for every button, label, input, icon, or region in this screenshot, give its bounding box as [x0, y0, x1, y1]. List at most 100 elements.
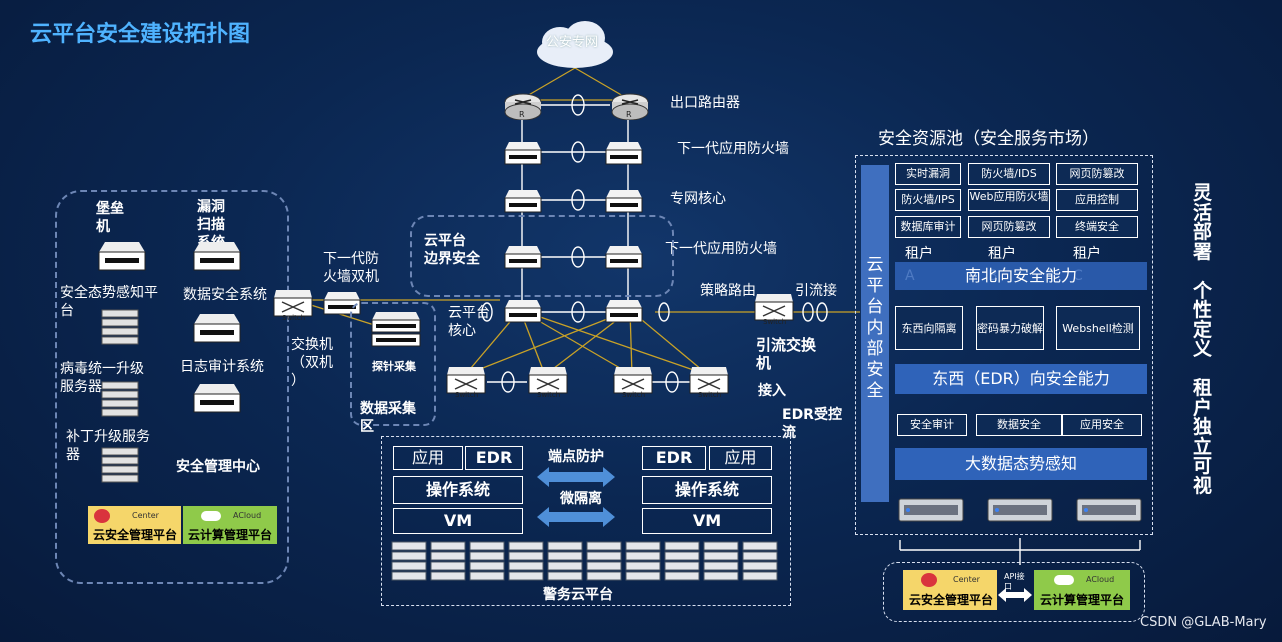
- logo-center-tag: Center: [132, 511, 159, 520]
- logo-center-tag: Center: [953, 575, 980, 584]
- bastion-label: 堡垒 机: [96, 201, 124, 235]
- north-south-label: 南北向安全能力: [964, 266, 1077, 285]
- ew-item: 东西向隔离: [895, 306, 963, 350]
- vm-box-left: VM: [393, 508, 523, 534]
- security-pool-zone: [855, 155, 1153, 535]
- server-unit: [625, 541, 661, 581]
- ew-item: Webshell检测: [1056, 306, 1140, 350]
- situation-label: 安全态势感知平 台: [60, 285, 158, 319]
- redirect-switch-icon: Switch: [753, 292, 795, 328]
- audit-item: 安全审计: [897, 414, 967, 436]
- firewall-icon: [503, 244, 543, 274]
- core-switch-icon: [503, 298, 543, 328]
- service-cell: 实时漏洞: [895, 163, 961, 185]
- watermark: CSDN @GLAB-Mary: [1140, 615, 1267, 630]
- router-label: R: [519, 110, 525, 119]
- security-logo-mark: [921, 573, 937, 587]
- double-arrow-icon: [537, 467, 615, 487]
- server-unit: [547, 541, 583, 581]
- core-switch-icon: [503, 188, 543, 218]
- ew-item: 密码暴力破解: [976, 306, 1044, 350]
- internal-security-bar: 云 平 台 内 部 安 全: [861, 165, 889, 502]
- cloud-icon: 公安专网: [530, 18, 620, 70]
- security-mgmt-zone: [55, 190, 289, 584]
- service-cell: 网页防篡改: [1056, 163, 1138, 185]
- switch-label: Switch: [455, 391, 479, 399]
- probe-icon: [370, 310, 422, 358]
- cloud-security-mgmt-logo: Center 云安全管理平台: [903, 570, 997, 610]
- cloud-shape: [537, 21, 613, 68]
- bastion-host-icon: [97, 238, 147, 278]
- service-cell: 数据库审计: [895, 216, 961, 238]
- exit-router-label: 出口路由器: [670, 95, 740, 111]
- switch-icon: Switch: [612, 365, 654, 401]
- data-security-label: 数据安全系统: [183, 287, 267, 303]
- edr-flow-label: EDR受控 流: [782, 407, 842, 441]
- server-unit: [508, 541, 544, 581]
- switch-icon: Switch: [445, 365, 487, 401]
- firewall-icon: [503, 140, 543, 170]
- vm-box-right: VM: [642, 508, 772, 534]
- switch-label: Switch: [537, 391, 561, 399]
- cloud-label: 公安专网: [546, 35, 599, 50]
- data-collect-zone: [350, 302, 436, 426]
- log-audit-label: 日志审计系统: [180, 359, 264, 375]
- access-label: 接入: [758, 383, 786, 399]
- big-data-label: 大数据态势感知: [964, 454, 1077, 473]
- api-label: API接 口: [1004, 572, 1025, 591]
- ngfw-dual-label: 下一代防 火墙双机: [323, 251, 379, 285]
- router-icon: R: [503, 92, 543, 124]
- switch-label: Switch: [763, 318, 787, 326]
- antivirus-label: 病毒统一升级 服务器: [60, 361, 144, 395]
- logo-center-text: 云安全管理平台: [909, 593, 994, 607]
- router-label: R: [626, 110, 632, 119]
- server-unit: [742, 541, 778, 581]
- appliance-icon: [898, 498, 964, 528]
- logo-acloud-text: 云计算管理平台: [188, 528, 273, 542]
- os-box-left: 操作系统: [393, 476, 523, 504]
- firewall-icon: [604, 244, 644, 274]
- micro-isolation-label: 微隔离: [560, 491, 602, 507]
- audit-item: 数据安全: [976, 414, 1062, 436]
- server-unit: [664, 541, 700, 581]
- switch-label: Switch: [698, 391, 722, 399]
- cloud-security-mgmt-logo: Center 云安全管理平台: [88, 506, 181, 544]
- logo-acloud-tag: ACloud: [1086, 575, 1115, 584]
- platform-logo-zone: [883, 562, 1145, 622]
- service-cell: 应用控制: [1056, 189, 1138, 211]
- server-unit: [469, 541, 505, 581]
- policy-route-label: 策略路由: [700, 283, 756, 299]
- logo-center-text: 云安全管理平台: [93, 528, 178, 542]
- redirect-label: 引流接: [795, 283, 837, 299]
- log-audit-icon: [192, 380, 242, 420]
- big-data-bar: 大数据态势感知: [895, 448, 1147, 480]
- edr-box-left: EDR: [465, 446, 523, 470]
- logo-acloud-text: 云计算管理平台: [1040, 593, 1125, 607]
- server-rack-icon: [100, 446, 140, 488]
- north-south-bar: 南北向安全能力: [895, 262, 1147, 290]
- edr-box-right: EDR: [642, 446, 706, 470]
- acloud-logo-mark: [1054, 575, 1074, 585]
- server-unit: [703, 541, 739, 581]
- switch-icon: Switch: [527, 365, 569, 401]
- server-rack-row: [391, 541, 778, 581]
- acloud-logo-mark: [201, 511, 221, 521]
- server-rack-icon: [100, 380, 140, 422]
- redirect-switch-label: 引流交换 机: [756, 336, 817, 372]
- service-cell: Web应用防火墙: [968, 189, 1050, 211]
- switch-icon: Switch: [272, 288, 314, 324]
- switch-label: Switch: [282, 314, 306, 322]
- router-icon: R: [610, 92, 650, 124]
- switch-icon: Switch: [688, 365, 730, 401]
- server-unit: [586, 541, 622, 581]
- appliance-icon: [987, 498, 1053, 528]
- app-box-right: 应用: [709, 446, 772, 470]
- data-security-icon: [192, 310, 242, 350]
- switch-label: Switch: [622, 391, 646, 399]
- appliance-icon: [1076, 498, 1142, 528]
- audit-item: 应用安全: [1062, 414, 1142, 436]
- api-arrow-icon: [998, 588, 1032, 602]
- double-arrow-icon: [537, 507, 615, 527]
- core-switch-icon: [604, 298, 644, 328]
- server-rack-icon: [100, 308, 140, 350]
